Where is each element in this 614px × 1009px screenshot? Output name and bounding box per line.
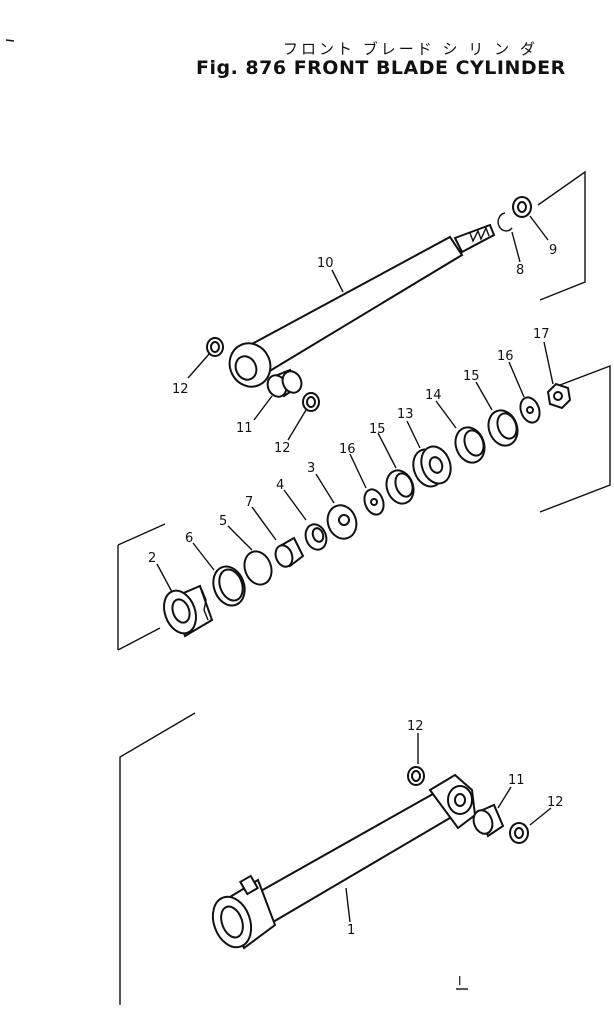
dust-seal-12-mid	[302, 392, 320, 412]
bushing-7	[274, 536, 305, 568]
wear-ring-15-lower	[385, 469, 415, 505]
callout-1: 1	[347, 923, 355, 938]
cylinder-head-2	[163, 584, 214, 638]
footer-mark: I	[458, 974, 462, 988]
callout-3: 3	[307, 461, 315, 476]
callout-15-upper: 15	[463, 369, 480, 384]
snap-ring-8	[497, 212, 513, 232]
bushing-11-upper	[266, 368, 303, 398]
tube-group-bracket	[119, 712, 196, 1005]
callout-12-tube-top: 12	[407, 719, 424, 734]
piston-rod	[228, 223, 496, 388]
o-ring-5	[243, 550, 273, 586]
wear-ring-15-upper	[487, 409, 519, 447]
callout-4: 4	[276, 478, 284, 493]
callout-16-lower: 16	[339, 442, 356, 457]
backup-ring-6	[212, 565, 246, 607]
dust-seal-12-tube-top	[407, 766, 425, 786]
nut-washer-9	[512, 196, 532, 218]
callout-12-upper: 12	[172, 382, 189, 397]
seal-4	[304, 523, 328, 551]
figure-title: Fig. 876 FRONT BLADE CYLINDER	[196, 57, 566, 79]
seal-group-bracket-top	[117, 523, 166, 546]
spacer-16-upper	[519, 396, 541, 424]
dust-seal-12-upper	[206, 337, 224, 357]
callout-16-upper: 16	[497, 349, 514, 364]
callout-13: 13	[397, 407, 414, 422]
callout-9: 9	[549, 243, 557, 258]
callout-10: 10	[317, 256, 334, 271]
callout-14: 14	[425, 388, 442, 403]
ring-3	[326, 504, 358, 540]
seal-group-bracket-right	[539, 364, 611, 513]
cylinder-tube	[211, 773, 477, 950]
bushing-11-tube	[472, 803, 505, 838]
callout-15-lower: 15	[369, 422, 386, 437]
callout-2: 2	[148, 551, 156, 566]
callout-7: 7	[245, 495, 253, 510]
seal-group-bracket-bottom	[117, 627, 161, 651]
dust-seal-12-tube-right	[509, 822, 529, 844]
callout-8: 8	[516, 263, 524, 278]
callout-17: 17	[533, 327, 550, 342]
callout-6: 6	[185, 531, 193, 546]
callout-12-tube-right: 12	[547, 795, 564, 810]
callout-5: 5	[219, 514, 227, 529]
nut-17	[546, 382, 572, 410]
rod-group-bracket	[537, 170, 586, 301]
spacer-16-lower	[363, 488, 385, 516]
callout-12-mid: 12	[274, 441, 291, 456]
callout-11-tube: 11	[508, 773, 525, 788]
corner-mark	[5, 39, 15, 42]
piston-seal-14	[454, 426, 486, 464]
callout-11-upper: 11	[236, 421, 253, 436]
title-japanese: フロント ブレード シ リ ン ダ	[283, 40, 538, 58]
piston-13	[412, 445, 452, 488]
